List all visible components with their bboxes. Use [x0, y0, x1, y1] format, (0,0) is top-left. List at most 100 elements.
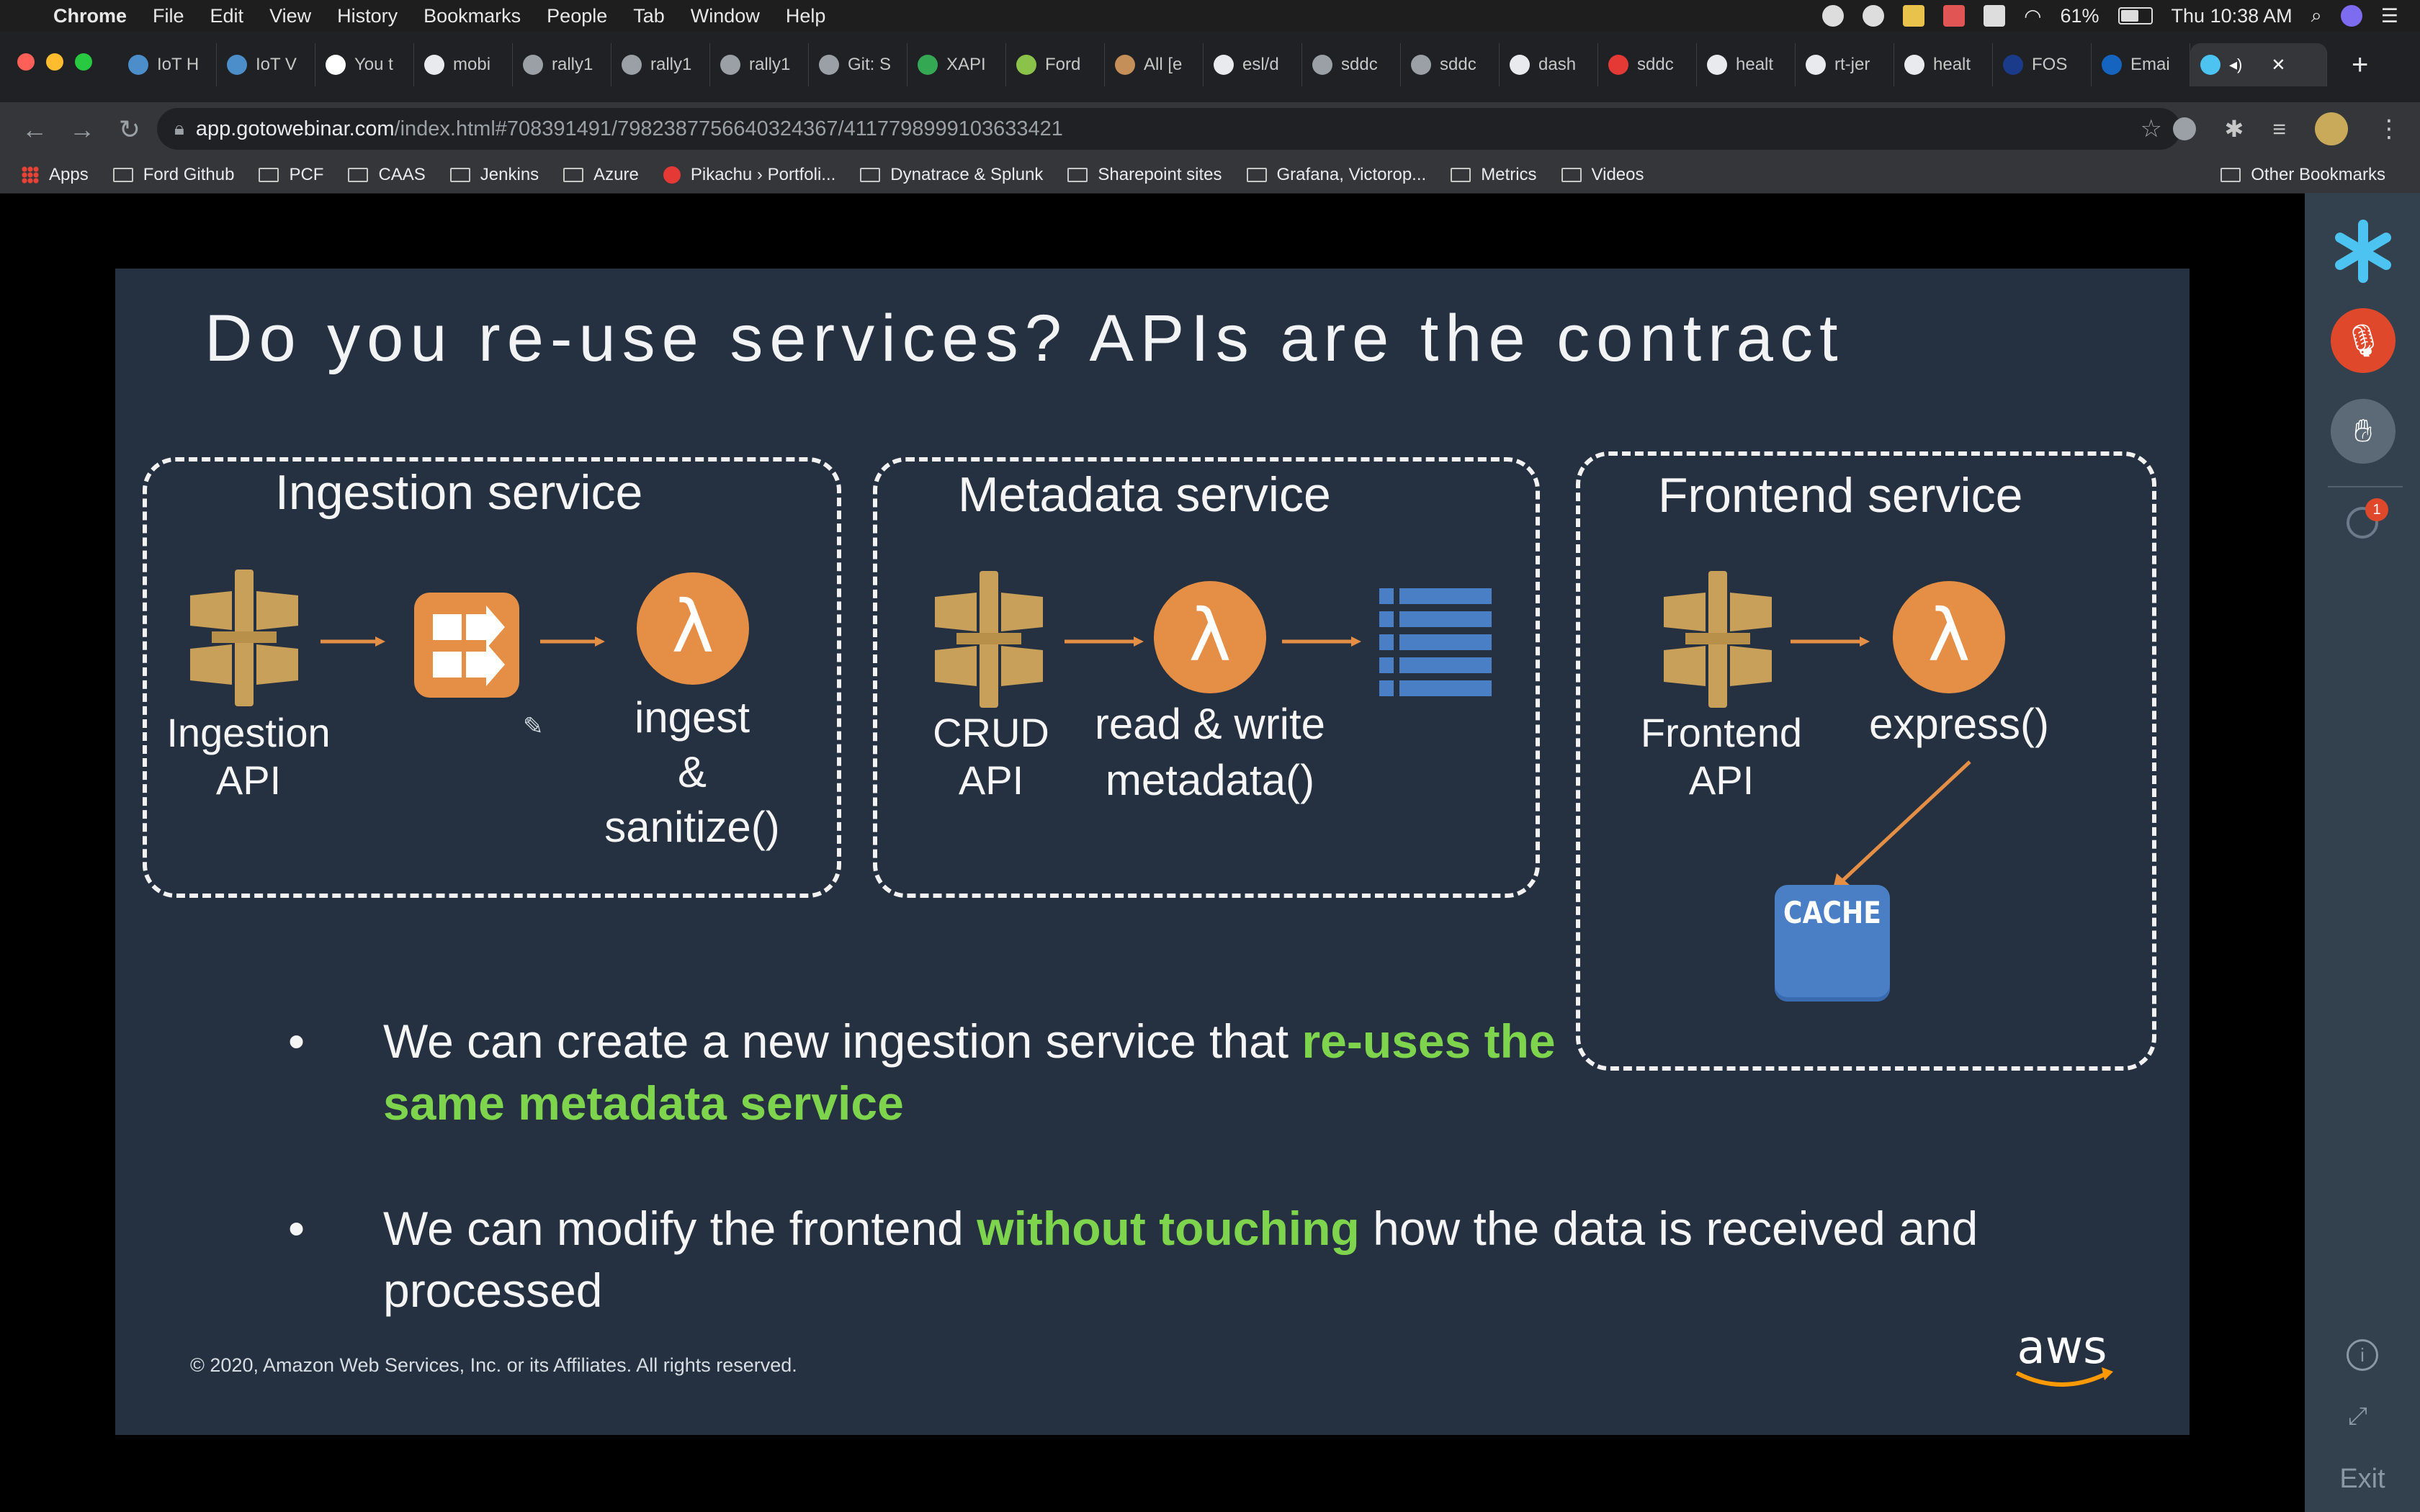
siri-icon[interactable]	[2340, 5, 2362, 27]
raise-hand-button[interactable]: ✋︎	[2331, 399, 2396, 464]
bookmark-item[interactable]: Ford Github	[112, 165, 235, 185]
wifi-icon[interactable]: ◠	[2024, 4, 2042, 27]
browser-tab[interactable]: mobi	[414, 43, 513, 86]
notification-center-icon[interactable]: ☰	[2380, 4, 2398, 27]
tab-favicon-icon	[1214, 55, 1234, 75]
fullscreen-icon[interactable]: ⤢	[2348, 1403, 2368, 1430]
menu-view[interactable]: View	[269, 4, 312, 27]
profile-avatar[interactable]	[2315, 112, 2348, 145]
bookmark-item[interactable]: Dynatrace & Splunk	[860, 165, 1043, 185]
tray-globe-icon[interactable]	[1863, 5, 1885, 27]
active-browser-tab[interactable]: ◂) ✕	[2190, 43, 2327, 86]
tab-label: rally1	[552, 55, 593, 74]
bookmark-item[interactable]: Apps	[22, 165, 89, 185]
gotowebinar-favicon-icon	[2200, 55, 2220, 75]
database-table-icon	[1379, 588, 1492, 696]
tray-app-icon[interactable]	[1822, 5, 1845, 27]
browser-tab[interactable]: dash	[1500, 43, 1598, 86]
browser-tab[interactable]: Git: S	[809, 43, 908, 86]
exit-button[interactable]: Exit	[2339, 1464, 2385, 1494]
browser-tab[interactable]: FOS	[1993, 43, 2092, 86]
forward-arrow-icon[interactable]: →	[69, 114, 95, 144]
arrow-right-icon	[321, 636, 385, 647]
minimize-window-button[interactable]	[46, 53, 63, 71]
browser-tab[interactable]: esl/d	[1204, 43, 1302, 86]
mute-microphone-button[interactable]: 🎙︎	[2331, 308, 2396, 373]
browser-tab[interactable]: sddc	[1598, 43, 1697, 86]
folder-icon	[1561, 168, 1582, 182]
browser-tab[interactable]: sddc	[1401, 43, 1500, 86]
browser-tab[interactable]: rt-jer	[1796, 43, 1894, 86]
questions-button[interactable]: 1	[2347, 498, 2388, 539]
browser-tab[interactable]: You t	[315, 43, 414, 86]
tab-favicon-icon	[2003, 55, 2023, 75]
info-icon[interactable]: i	[2347, 1339, 2378, 1371]
tab-label: esl/d	[1242, 55, 1279, 74]
bookmark-item[interactable]: Jenkins	[449, 165, 539, 185]
menu-people[interactable]: People	[547, 4, 608, 27]
audio-playing-icon[interactable]: ◂)	[2229, 55, 2243, 73]
close-window-button[interactable]	[17, 53, 35, 71]
spotlight-search-icon[interactable]: ⌕	[2311, 4, 2322, 26]
other-bookmarks[interactable]: Other Bookmarks	[2220, 165, 2385, 185]
reading-list-icon[interactable]: ≡	[2272, 115, 2286, 142]
ingestion-api-label: Ingestion API	[166, 710, 331, 803]
extensions-puzzle-icon[interactable]: ✱	[2224, 116, 2244, 142]
bookmark-item[interactable]: CAAS	[348, 165, 426, 185]
bookmark-item[interactable]: Pikachu › Portfoli...	[663, 165, 835, 185]
browser-tab[interactable]: XAPI	[908, 43, 1006, 86]
tab-label: All [e	[1144, 55, 1183, 74]
tab-favicon-icon	[918, 55, 938, 75]
extension-record-icon[interactable]	[2172, 117, 2196, 140]
bookmark-label: Apps	[49, 165, 89, 184]
bookmark-item[interactable]: Sharepoint sites	[1067, 165, 1222, 185]
browser-tab[interactable]: All [e	[1105, 43, 1204, 86]
tab-favicon-icon	[1707, 55, 1727, 75]
bookmark-item[interactable]: Metrics	[1451, 165, 1537, 185]
browser-tab[interactable]: Emai	[2092, 43, 2190, 86]
tray-window-icon[interactable]	[1984, 5, 2006, 27]
bookmark-item[interactable]: Azure	[563, 165, 639, 185]
bookmark-star-icon[interactable]: ☆	[2140, 115, 2162, 143]
tray-flag-icon[interactable]	[1943, 5, 1966, 27]
svg-text:aws: aws	[2017, 1321, 2107, 1374]
back-arrow-icon[interactable]: ←	[22, 114, 48, 144]
browser-tab[interactable]: healt	[1894, 43, 1993, 86]
browser-tab[interactable]: rally1	[710, 43, 809, 86]
zoom-window-button[interactable]	[75, 53, 92, 71]
lock-icon[interactable]: 🔒︎	[174, 117, 184, 139]
bookmark-label: Ford Github	[143, 165, 235, 184]
battery-icon[interactable]	[2118, 7, 2153, 24]
bookmark-item[interactable]: Videos	[1561, 165, 1644, 185]
browser-toolbar: ← → ↻ 🔒︎ app.gotowebinar.com /index.html…	[0, 102, 2420, 157]
tray-shield-icon[interactable]	[1903, 5, 1925, 27]
menu-history[interactable]: History	[337, 4, 398, 27]
browser-tab[interactable]: rally1	[611, 43, 710, 86]
menu-window[interactable]: Window	[690, 4, 760, 27]
menu-app-name[interactable]: Chrome	[53, 4, 127, 27]
browser-tab[interactable]: healt	[1697, 43, 1796, 86]
tab-favicon-icon	[622, 55, 642, 75]
menu-bookmarks[interactable]: Bookmarks	[424, 4, 521, 27]
folder-icon	[348, 168, 369, 182]
svg-text:λ: λ	[671, 585, 714, 669]
bookmark-item[interactable]: Grafana, Victorop...	[1246, 165, 1426, 185]
browser-tab[interactable]: rally1	[513, 43, 611, 86]
lambda-icon: λ	[637, 572, 749, 685]
browser-tab[interactable]: sddc	[1302, 43, 1401, 86]
close-tab-icon[interactable]: ✕	[2271, 55, 2286, 75]
menubar-clock[interactable]: Thu 10:38 AM	[2171, 4, 2293, 27]
browser-tab[interactable]: Ford	[1006, 43, 1105, 86]
new-tab-button[interactable]: +	[2352, 49, 2369, 81]
browser-tab[interactable]: IoT V	[217, 43, 315, 86]
address-bar[interactable]: 🔒︎ app.gotowebinar.com /index.html#70839…	[157, 108, 2181, 150]
menu-edit[interactable]: Edit	[210, 4, 244, 27]
menu-help[interactable]: Help	[785, 4, 826, 27]
arrow-right-icon	[1282, 636, 1361, 647]
menu-tab[interactable]: Tab	[633, 4, 665, 27]
reload-icon[interactable]: ↻	[118, 114, 141, 144]
chrome-menu-icon[interactable]: ⋮	[2377, 115, 2401, 143]
browser-tab[interactable]: IoT H	[118, 43, 217, 86]
bookmark-item[interactable]: PCF	[259, 165, 323, 185]
menu-file[interactable]: File	[153, 4, 184, 27]
